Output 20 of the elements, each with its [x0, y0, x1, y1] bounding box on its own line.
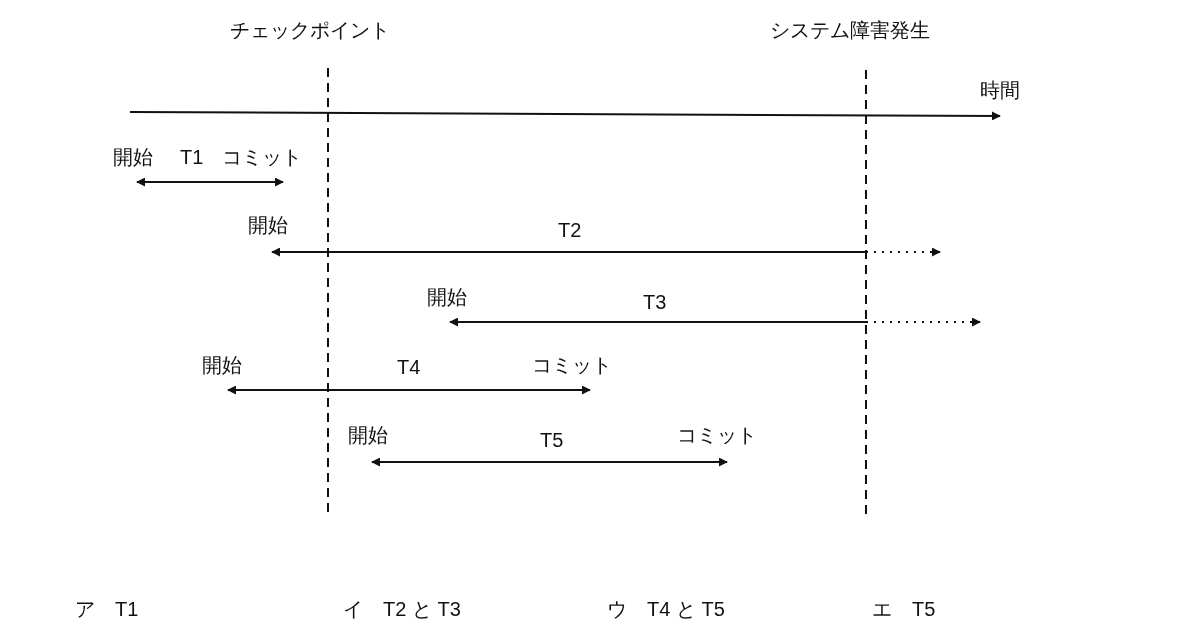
commit-label: コミット [677, 423, 757, 447]
answer-choice: イ T2 と T3 [343, 597, 461, 621]
checkpoint-label: チェックポイント [230, 18, 390, 42]
start-label: 開始 [202, 353, 242, 377]
commit-label: コミット [222, 145, 302, 169]
answer-choice: ウ T4 と T5 [607, 597, 725, 621]
transaction-label: T2 [558, 218, 582, 242]
answer-choice: エ T5 [872, 597, 936, 621]
start-label: 開始 [427, 285, 467, 309]
transaction-label: T5 [540, 428, 564, 452]
transaction-label: T1 [180, 145, 204, 169]
start-label: 開始 [248, 213, 288, 237]
transaction-label: T4 [397, 355, 421, 379]
start-label: 開始 [113, 145, 153, 169]
start-label: 開始 [348, 423, 388, 447]
failure-label: システム障害発生 [770, 18, 930, 42]
answer-choice: ア T1 [75, 597, 139, 621]
commit-label: コミット [532, 353, 612, 377]
transaction-label: T3 [643, 290, 667, 314]
axis-label: 時間 [980, 78, 1020, 102]
